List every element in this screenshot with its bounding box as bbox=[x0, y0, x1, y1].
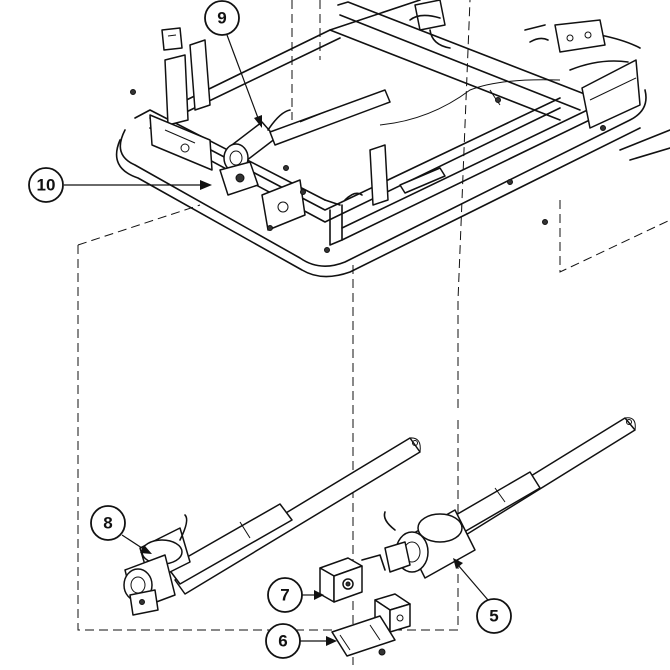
callout-7-label: 7 bbox=[280, 586, 289, 605]
callout-5-label: 5 bbox=[489, 607, 498, 626]
callout-8: 8 bbox=[90, 505, 152, 554]
callout-7: 7 bbox=[267, 577, 324, 613]
callout-6-label: 6 bbox=[278, 632, 287, 651]
part-7-block bbox=[319, 554, 386, 603]
callout-5: 5 bbox=[453, 558, 512, 634]
callout-9-label: 9 bbox=[217, 9, 226, 28]
bed-frame-assembly bbox=[115, 0, 670, 278]
part-6-base-bracket bbox=[331, 615, 396, 657]
callout-8-label: 8 bbox=[103, 514, 112, 533]
callout-9: 9 bbox=[204, 0, 262, 128]
part-8-actuator bbox=[123, 437, 421, 616]
part-5-actuator bbox=[383, 417, 636, 579]
callout-6: 6 bbox=[265, 623, 337, 659]
callout-10-label: 10 bbox=[37, 176, 56, 195]
callout-10: 10 bbox=[28, 167, 212, 203]
